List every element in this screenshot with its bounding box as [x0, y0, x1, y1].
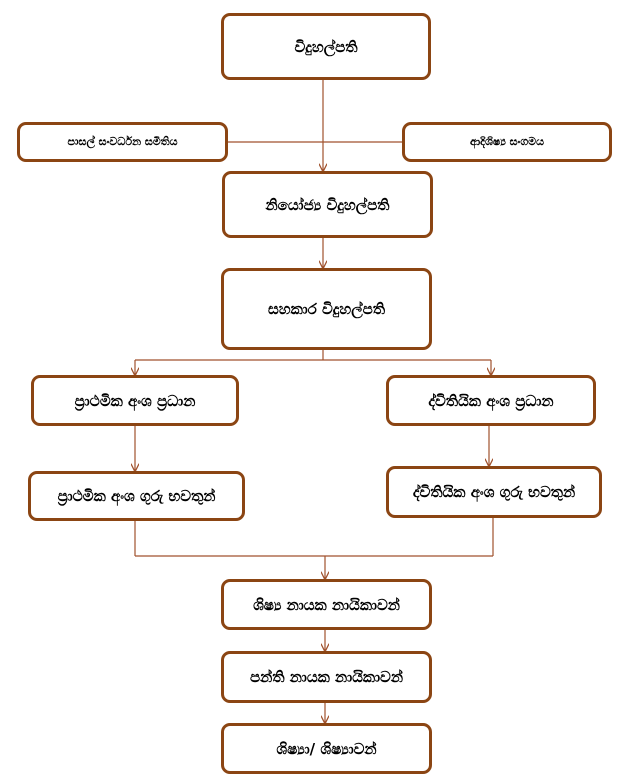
node-assistant-principal: සහකාර විදුහල්පති: [221, 268, 432, 350]
node-school-development-committee-label: පාසල් සංවර්ධන සමිතිය: [67, 135, 178, 148]
node-principal: විදුහල්පති: [221, 13, 431, 80]
node-class-leaders-label: පන්ති නායක නායිකාවන්: [249, 668, 404, 686]
node-secondary-teachers: ද්විතියික අංශ ගුරු භවතුන්: [386, 466, 602, 518]
node-school-development-committee: පාසල් සංවර්ධන සමිතිය: [17, 122, 228, 162]
node-primary-section-head-label: ප්‍රාථමික අංශ ප්‍රධාන: [74, 391, 196, 410]
node-assistant-principal-label: සහකාර විදුහල්පති: [267, 300, 386, 318]
node-student-leaders: ශිෂ්‍ය නායක නායිකාවන්: [221, 579, 432, 630]
node-student-leaders-label: ශිෂ්‍ය නායක නායිකාවන්: [253, 595, 400, 614]
node-students: ශිෂ්‍යා/ ශිෂ්‍යාවන්: [221, 723, 432, 774]
node-secondary-teachers-label: ද්විතියික අංශ ගුරු භවතුන්: [412, 483, 576, 501]
node-alumni-association: ආදිශිෂ්‍ය සංගමය: [402, 122, 612, 162]
node-deputy-principal: නියෝජ්‍ය විදුහල්පති: [222, 171, 433, 238]
node-deputy-principal-label: නියෝජ්‍ය විදුහල්පති: [265, 195, 390, 214]
node-class-leaders: පන්ති නායක නායිකාවන්: [221, 651, 432, 703]
node-principal-label: විදුහල්පති: [294, 37, 358, 56]
node-primary-section-head: ප්‍රාථමික අංශ ප්‍රධාන: [31, 375, 239, 426]
node-primary-teachers-label: ප්‍රාථමික අංශ ගුරු භවතුන්: [57, 487, 216, 505]
node-secondary-section-head: ද්විතියික අංශ ප්‍රධාන: [386, 375, 596, 426]
node-alumni-association-label: ආදිශිෂ්‍ය සංගමය: [469, 135, 545, 148]
node-students-label: ශිෂ්‍යා/ ශිෂ්‍යාවන්: [276, 739, 377, 758]
node-secondary-section-head-label: ද්විතියික අංශ ප්‍රධාන: [428, 391, 554, 410]
node-primary-teachers: ප්‍රාථමික අංශ ගුරු භවතුන්: [28, 471, 245, 521]
